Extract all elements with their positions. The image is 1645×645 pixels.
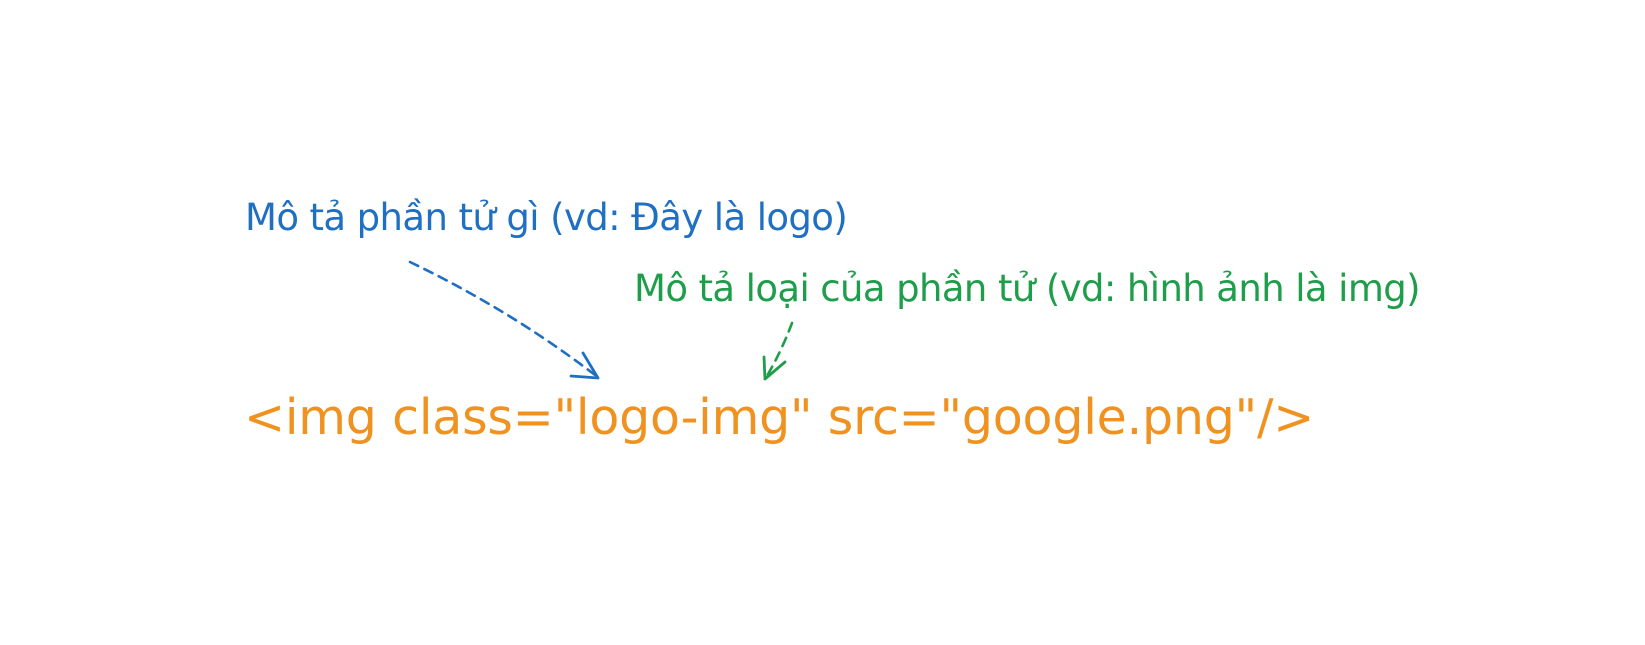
green-arrow-head: [762, 355, 787, 381]
element-description-label: Mô tả phần tử gì (vd: Đây là logo): [245, 196, 848, 239]
blue-arrow-head: [569, 351, 600, 380]
green-arrow-shaft: [765, 321, 794, 378]
blue-arrow-shaft: [408, 260, 597, 377]
blue-dashed-arrow: [408, 260, 600, 380]
green-dashed-arrow: [762, 321, 794, 381]
code-snippet: <img class="logo-img" src="google.png"/>: [244, 389, 1315, 446]
element-type-label: Mô tả loại của phần tử (vd: hình ảnh là …: [634, 267, 1421, 310]
